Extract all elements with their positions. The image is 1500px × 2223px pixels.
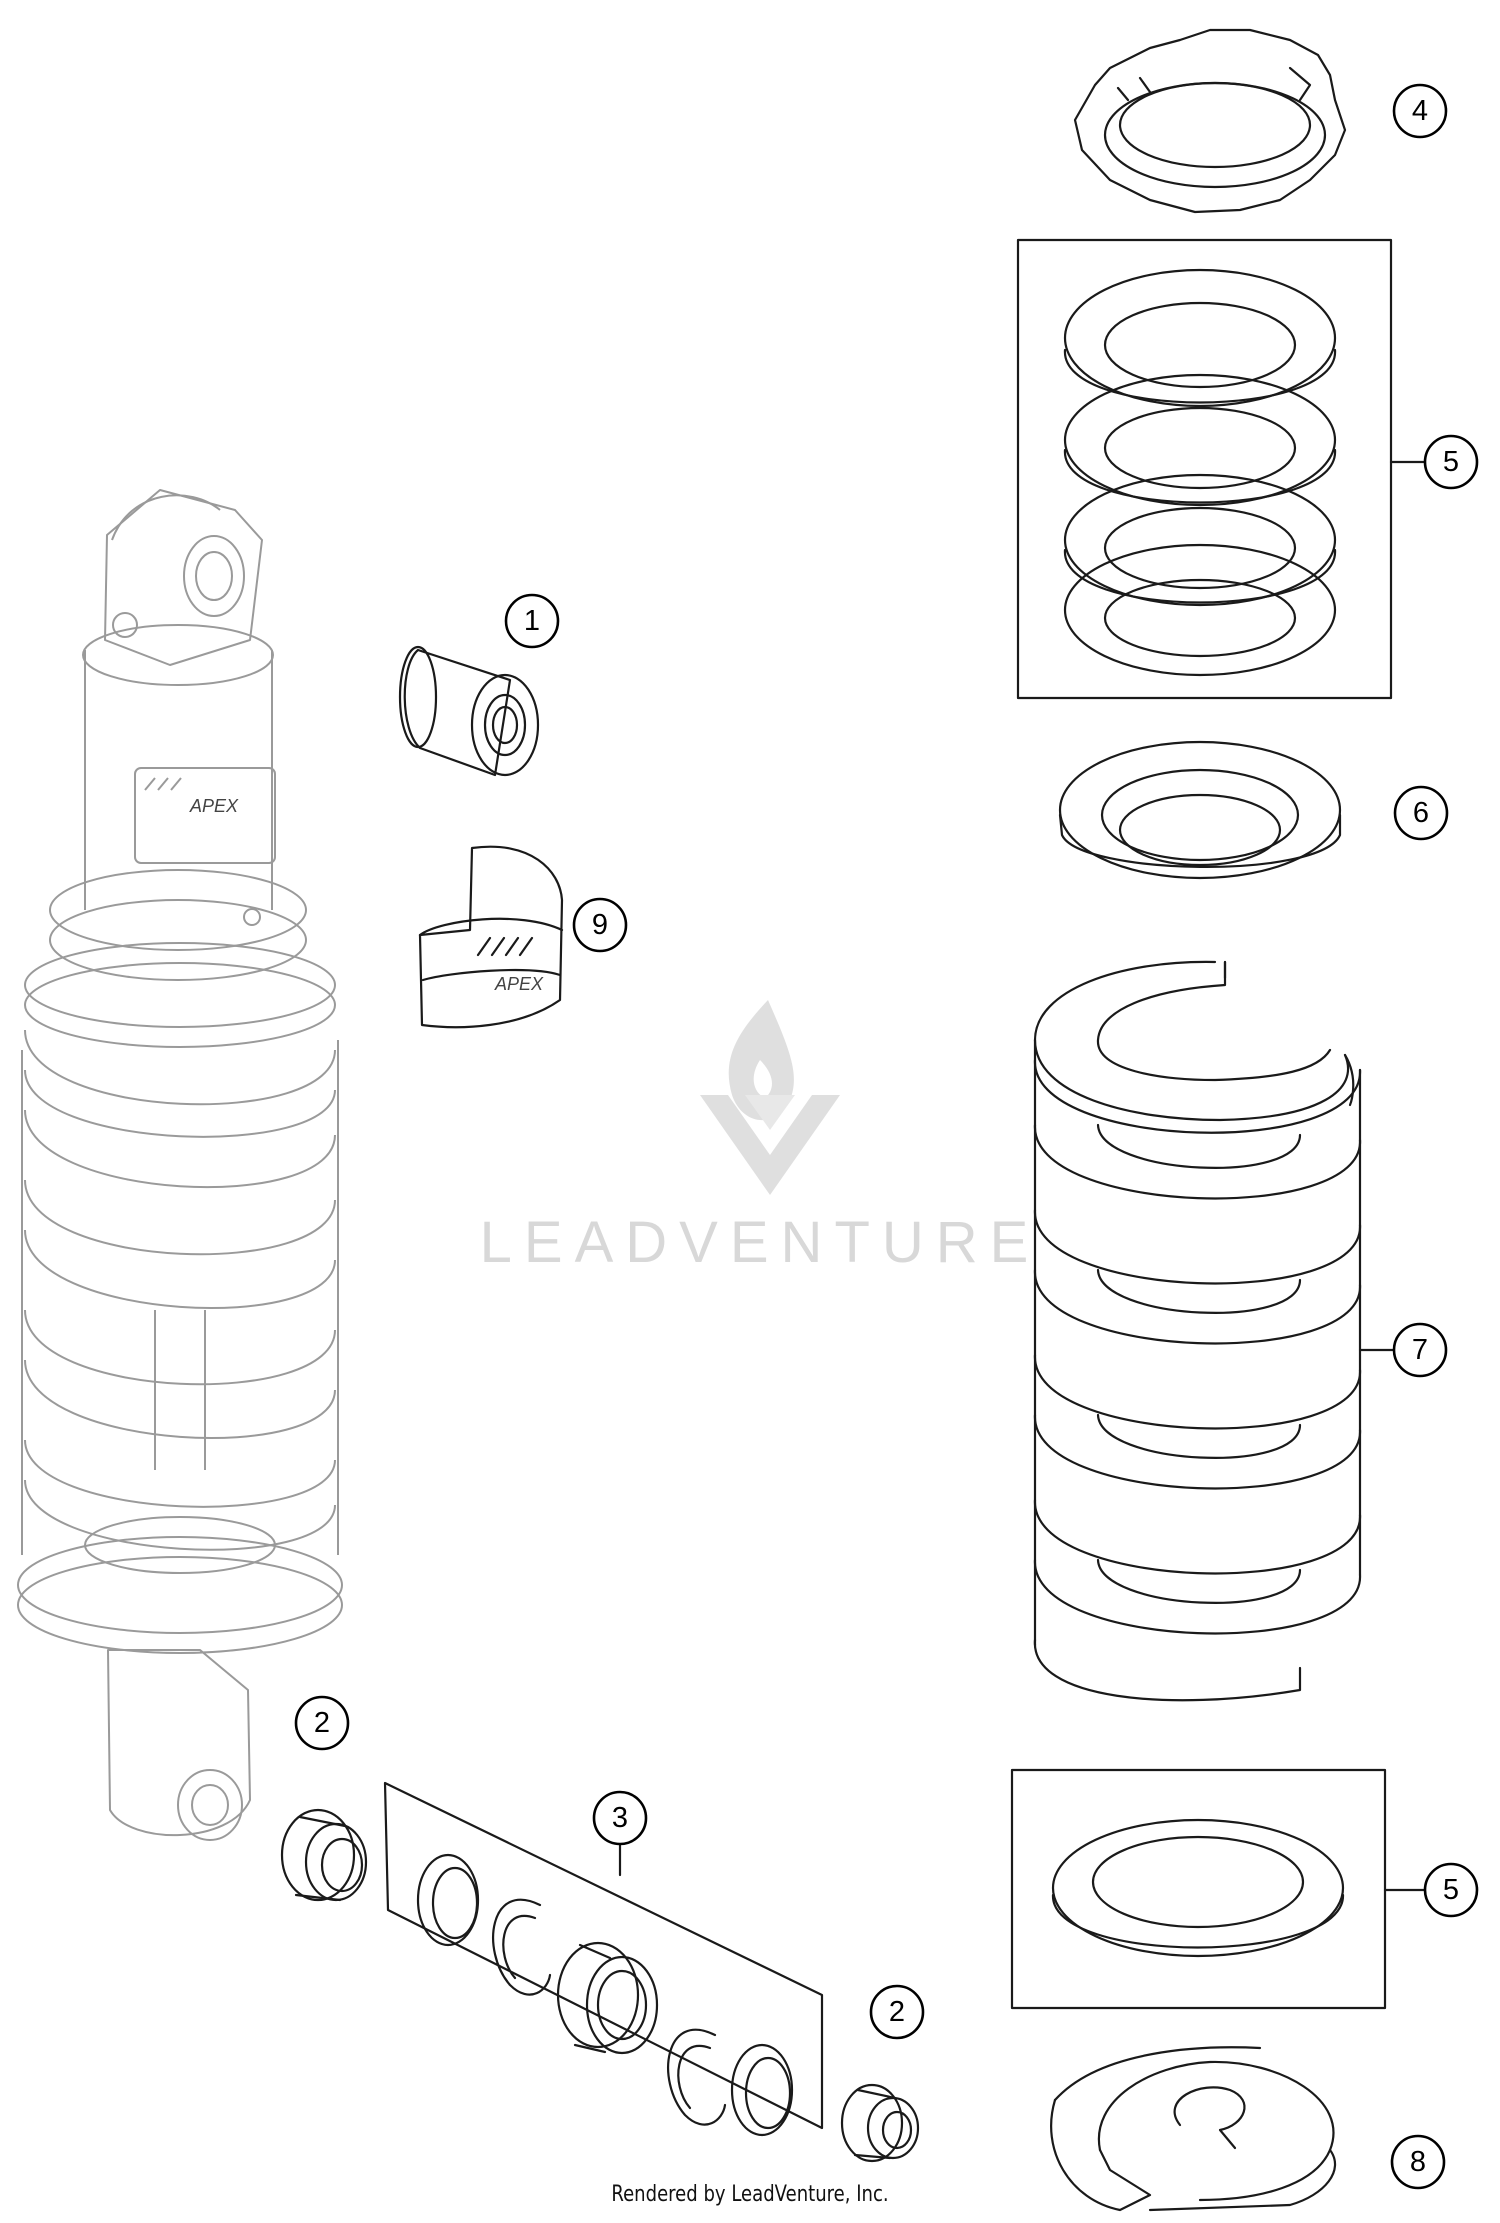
callout-5-upper: 5 [1423,434,1479,490]
watermark-logo: LEADVENTURE [480,1000,1041,1275]
part-spacer-lower [840,2083,920,2163]
callout-5-lower: 5 [1423,1862,1479,1918]
watermark-text: LEADVENTURE [480,1210,1041,1275]
callout-3-label: 3 [612,1802,628,1834]
part-adjusting-ring [1073,28,1347,214]
callout-9: 9 [572,897,628,953]
callout-5-lower-label: 5 [1443,1874,1459,1906]
callout-2-upper-label: 2 [314,1707,330,1739]
callout-2-upper: 2 [294,1695,350,1751]
decal-brand-text: APEX [494,974,544,994]
callout-2-lower-label: 2 [889,1996,905,2028]
part-bearing-kit [383,1781,824,2137]
part-spring-retainer [1058,740,1342,880]
callout-2-lower: 2 [869,1984,925,2040]
part-decal: APEX [418,845,564,1029]
part-shim-set-lower [1010,1768,1427,2010]
callout-1: 1 [504,593,560,649]
callout-4: 4 [1392,83,1448,139]
footer-credit: Rendered by LeadVenture, Inc. [611,2182,889,2207]
callout-8-label: 8 [1410,2146,1426,2178]
part-bushing [398,645,540,777]
part-shim-set-upper [1016,238,1427,700]
callout-6-label: 6 [1413,797,1429,829]
shock-decal-text: APEX [189,796,239,816]
callout-7: 7 [1392,1322,1448,1378]
callout-5-upper-label: 5 [1443,446,1459,478]
callout-6: 6 [1393,785,1449,841]
shock-absorber: APEX [17,489,343,1841]
callout-1-label: 1 [524,605,540,637]
callout-7-label: 7 [1412,1334,1428,1366]
part-spring [1033,960,1397,1702]
callout-8: 8 [1390,2134,1446,2190]
callout-9-label: 9 [592,909,608,941]
callout-4-label: 4 [1412,95,1428,127]
part-spring-seat [1050,2046,1337,2212]
part-spacer-upper [280,1808,368,1902]
callout-3: 3 [592,1790,648,1846]
